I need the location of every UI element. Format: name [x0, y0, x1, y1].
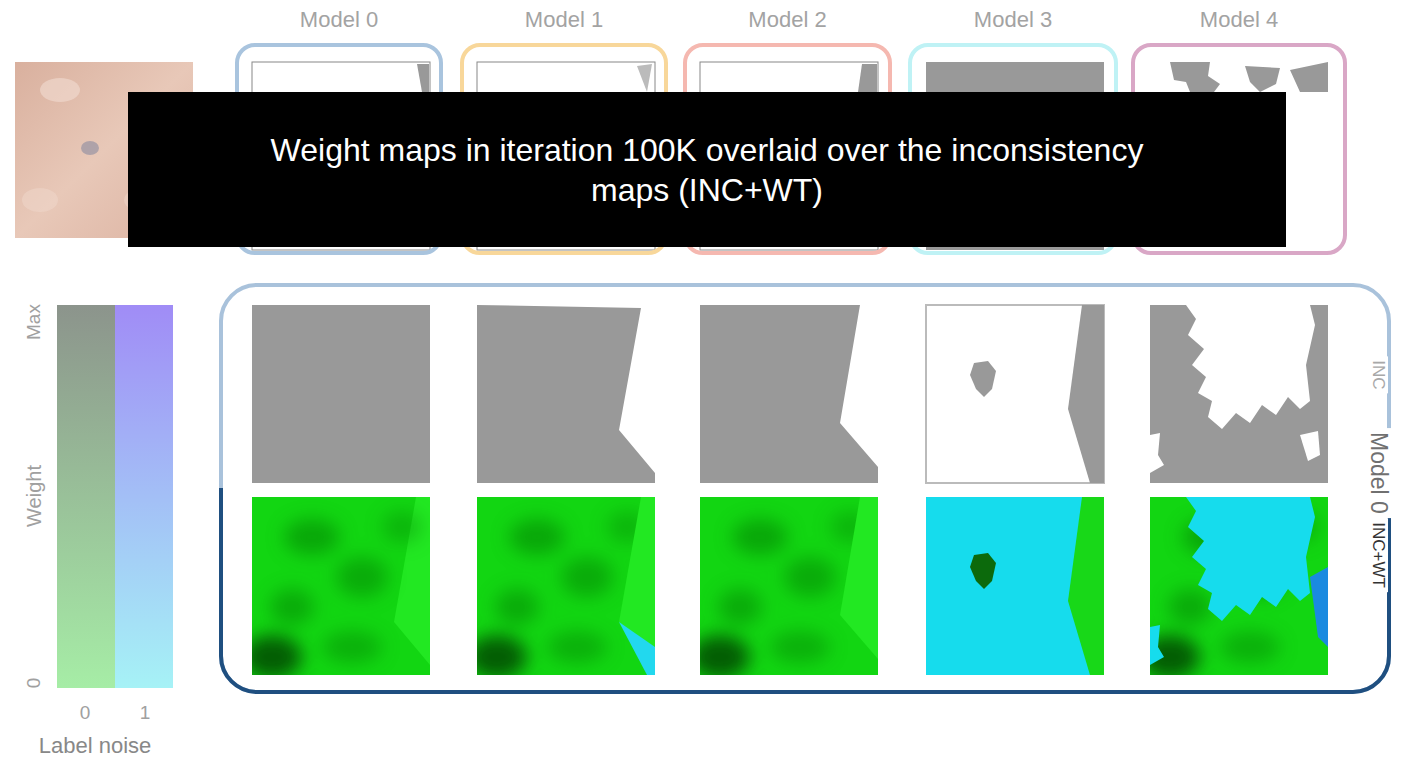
inc-maps	[252, 305, 1328, 483]
inc-maps	[1150, 305, 1328, 483]
weight-maps	[926, 497, 1104, 675]
mask-thumbnails	[858, 64, 877, 92]
inc-maps	[700, 305, 878, 483]
inc-maps	[1068, 305, 1104, 483]
inc-maps	[252, 305, 430, 483]
model-title: Model 4	[1200, 7, 1278, 33]
row-label: INC	[1368, 356, 1388, 393]
skin-photo	[40, 78, 80, 102]
inc-maps	[1150, 433, 1164, 473]
weight-maps	[252, 511, 422, 675]
weight-maps	[1186, 497, 1315, 621]
inc-maps	[700, 305, 878, 483]
weight-maps	[1068, 497, 1104, 675]
result-panel: INC Model 0INC+WT	[220, 283, 1390, 693]
axis-label: Max	[23, 304, 45, 340]
weight-maps	[1150, 625, 1164, 665]
inc-maps	[477, 305, 655, 483]
banner-box: Weight maps in iteration 100K overlaid o…	[128, 92, 1286, 247]
banner-caption: Weight maps in iteration 100K overlaid o…	[242, 130, 1172, 210]
weight-maps	[840, 497, 878, 659]
inc-maps	[700, 305, 878, 483]
mask-thumbnails	[637, 64, 652, 92]
colorbar	[57, 305, 173, 688]
weight-maps	[619, 622, 655, 675]
weight-maps	[700, 497, 878, 675]
weight-maps	[926, 497, 1104, 675]
mask-thumbnails	[1170, 62, 1328, 92]
inc-maps	[1300, 431, 1320, 461]
container-outline	[221, 488, 1389, 692]
model-title: Model 1	[525, 7, 603, 33]
model-title: Model 2	[748, 7, 826, 33]
weight-maps	[252, 497, 430, 675]
inc-maps	[1150, 305, 1328, 483]
container-outline	[221, 285, 1389, 692]
row-label: Model 0	[1365, 428, 1392, 518]
mask-thumbnails	[417, 64, 429, 92]
weight-maps	[1310, 567, 1328, 647]
skin-photo	[22, 188, 58, 212]
axis-label: Label noise	[39, 733, 152, 759]
inc-maps	[970, 361, 996, 397]
colorbar	[115, 305, 173, 688]
model-title: Model 3	[974, 7, 1052, 33]
axis-label: 1	[140, 702, 151, 724]
weight-maps	[477, 511, 647, 675]
inc-maps	[1186, 305, 1315, 429]
row-label: INC+WT	[1368, 518, 1388, 592]
weight-maps	[970, 553, 996, 589]
colorbar	[57, 305, 115, 688]
axis-label: 0	[23, 678, 45, 689]
skin-photo	[81, 141, 99, 155]
inc-maps	[926, 305, 1104, 483]
model-title: Model 0	[300, 7, 378, 33]
weight-maps	[477, 497, 655, 675]
axis-label: 0	[80, 702, 91, 724]
container-outline	[221, 285, 1389, 692]
inc-maps	[477, 305, 655, 483]
weight-maps	[1150, 497, 1328, 675]
inc-maps	[926, 305, 1104, 483]
inc-maps	[477, 305, 655, 483]
weight-maps	[242, 497, 1328, 679]
inc-maps	[252, 305, 430, 483]
axis-label: Weight	[23, 465, 46, 527]
